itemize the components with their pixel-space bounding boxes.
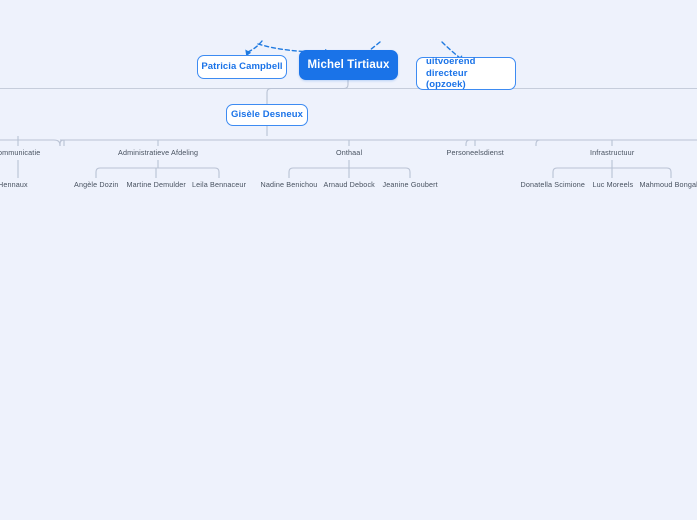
dept-label-4: Infrastructuur <box>590 148 635 157</box>
leaf-bus-onthaal <box>288 160 411 178</box>
leaf-label-4-1: Luc Moreels <box>592 180 634 189</box>
leaf-bus-administratieve <box>95 160 220 178</box>
leaf-label-1-2: Leila Bennaceur <box>192 180 247 189</box>
node-label: Patricia Campbell <box>201 61 283 73</box>
node-label: Michel Tirtiaux <box>307 58 390 71</box>
dept-bus-segment-left <box>0 139 61 146</box>
dept-label-1: Administratieve Afdeling <box>118 148 199 157</box>
node-label-line1: uitvoerend directeur <box>426 55 476 79</box>
leaf-label-1-0: Angèle Dozin <box>74 180 119 189</box>
dept-ticks <box>17 136 613 146</box>
leaf-label-2-1: Arnaud Debock <box>323 180 375 189</box>
leaf-label-4-0: Donatella Scimione <box>520 180 586 189</box>
leaf-label-2-0: Nadine Benichou <box>260 180 318 189</box>
dept-bus-shoulders <box>59 139 541 146</box>
leaf-bus-infrastructuur <box>552 160 672 178</box>
root-to-second-level-connector <box>266 80 349 104</box>
node-patricia-campbell[interactable]: Patricia Campbell <box>197 55 287 79</box>
node-label: Gisèle Desneux <box>230 109 304 121</box>
node-uitvoerend-directeur[interactable]: uitvoerend directeur (opzoek) <box>416 55 516 91</box>
node-label-line2: (opzoek) <box>426 79 466 91</box>
leaf-label-0-0: Hennaux <box>0 180 28 189</box>
leaf-label-2-2: Jeanine Goubert <box>382 180 438 189</box>
node-michel-tirtiaux[interactable]: Michel Tirtiaux <box>299 50 398 80</box>
dept-label-3: Personeelsdienst <box>446 148 504 157</box>
node-gisele-desneux[interactable]: Gisèle Desneux <box>226 104 308 126</box>
dept-label-2: Onthaal <box>336 148 363 157</box>
leaf-label-1-1: Martine Demulder <box>126 180 186 189</box>
leaf-label-4-2: Mahmoud Bongala <box>639 180 697 189</box>
dept-label-0: ommunicatie <box>0 148 41 157</box>
